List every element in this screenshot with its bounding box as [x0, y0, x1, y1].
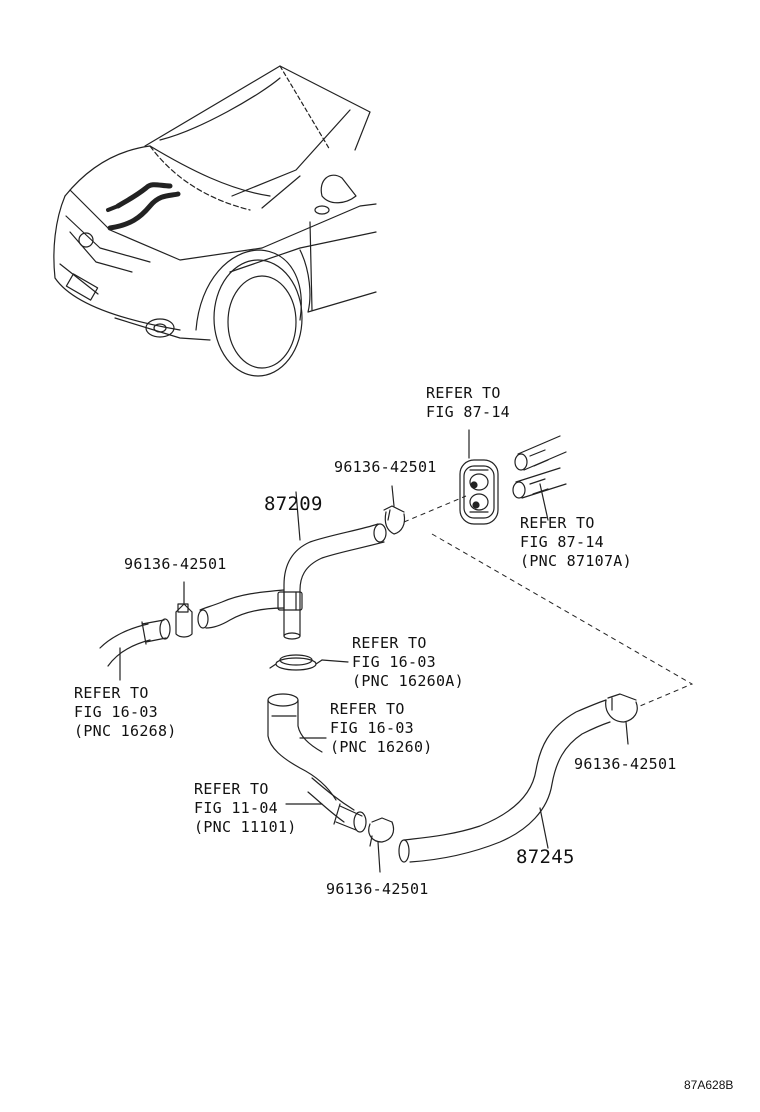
- ref-label-fig-16-03-left: REFER TO FIG 16-03 (PNC 16268): [74, 684, 177, 740]
- hose-87245: [398, 699, 611, 863]
- part-number-87209: 87209: [264, 493, 323, 515]
- ref-label-fig-87-14-top: REFER TO FIG 87-14: [426, 384, 510, 421]
- clamp-number-bottom: 96136-42501: [326, 880, 429, 898]
- connector-lines: [403, 495, 694, 707]
- ref-label-fig-87-14-right: REFER TO FIG 87-14 (PNC 87107A): [520, 514, 632, 570]
- clamp-number-right: 96136-42501: [574, 755, 677, 773]
- ref-label-fig-16-03-b: REFER TO FIG 16-03 (PNC 16260): [330, 700, 433, 756]
- clamps: [175, 485, 638, 873]
- ref-label-fig-16-03-a: REFER TO FIG 16-03 (PNC 16260A): [352, 634, 464, 690]
- figure-code: 87A628B: [684, 1078, 734, 1092]
- pipe-16260: [267, 693, 337, 801]
- grommet-and-pipes: [459, 429, 567, 525]
- hose-87209: [197, 491, 387, 640]
- clamp-number-left: 96136-42501: [124, 555, 227, 573]
- pipe-11101: [285, 777, 367, 833]
- left-pipe: [99, 618, 171, 681]
- part-number-87245: 87245: [516, 846, 575, 868]
- ref-label-fig-11-04: REFER TO FIG 11-04 (PNC 11101): [194, 780, 297, 836]
- clamp-number-top: 96136-42501: [334, 458, 437, 476]
- car-illustration: [53, 65, 377, 377]
